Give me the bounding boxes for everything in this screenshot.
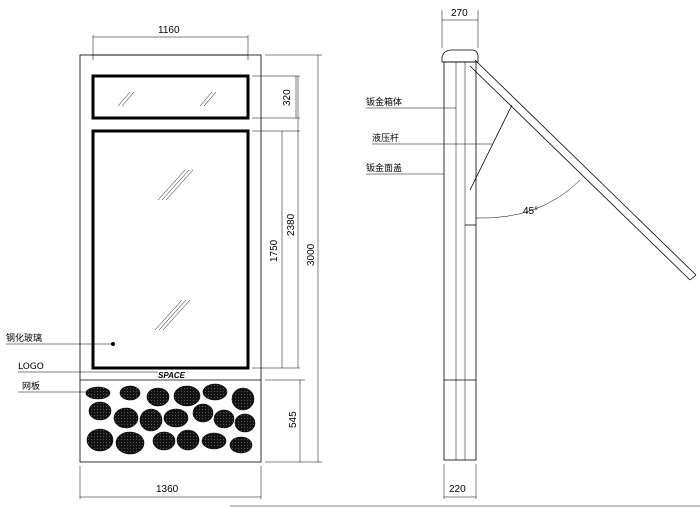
- dim-side-top-label: 270: [451, 8, 468, 19]
- label-sheet-metal-box: 钣金箱体: [366, 96, 402, 108]
- dim-side-bottom-label: 220: [449, 484, 466, 495]
- dim-side-top: 270: [441, 8, 479, 48]
- dim-screen-height-label: 1750: [269, 239, 280, 262]
- dim-total-width-label: 1360: [156, 484, 179, 495]
- main-glass-panel: [91, 129, 250, 370]
- top-panel-glass-marks: [117, 91, 217, 107]
- dim-total-width: 1360: [79, 466, 262, 499]
- side-top-cap: [441, 49, 479, 63]
- front-view: SPACE 1160: [6, 25, 322, 499]
- opened-cover: [469, 59, 697, 281]
- hydraulic-rod: [469, 104, 513, 191]
- dim-glass-height-label: 2380: [286, 213, 297, 236]
- logo-mark: SPACE: [158, 371, 186, 380]
- label-hydraulic-rod: 液压杆: [372, 132, 399, 144]
- dim-base-height-label: 545: [288, 411, 299, 428]
- mesh-panel-stones: [85, 383, 256, 455]
- dim-right-chain: [252, 54, 322, 463]
- label-sheet-metal-cover: 钣金面盖: [366, 162, 402, 174]
- side-body: [443, 61, 477, 461]
- main-glass-marks: [154, 169, 194, 331]
- dim-top-width: 1160: [92, 25, 249, 60]
- dim-top-panel-label: 320: [282, 89, 293, 106]
- dim-total-height-label: 3000: [306, 243, 317, 266]
- label-tempered-glass: 钢化玻璃: [6, 332, 42, 344]
- side-view: 45° 270 220 钣金箱体 液压杆 钣金面盖: [366, 8, 697, 499]
- top-panel: [91, 74, 250, 120]
- label-mesh-panel: 网板: [22, 380, 40, 392]
- label-logo: LOGO: [18, 362, 44, 372]
- dim-side-bottom: 220: [443, 464, 477, 499]
- angle-arc: [475, 179, 581, 219]
- angle-label: 45°: [523, 206, 538, 217]
- dim-top-width-label: 1160: [158, 25, 180, 36]
